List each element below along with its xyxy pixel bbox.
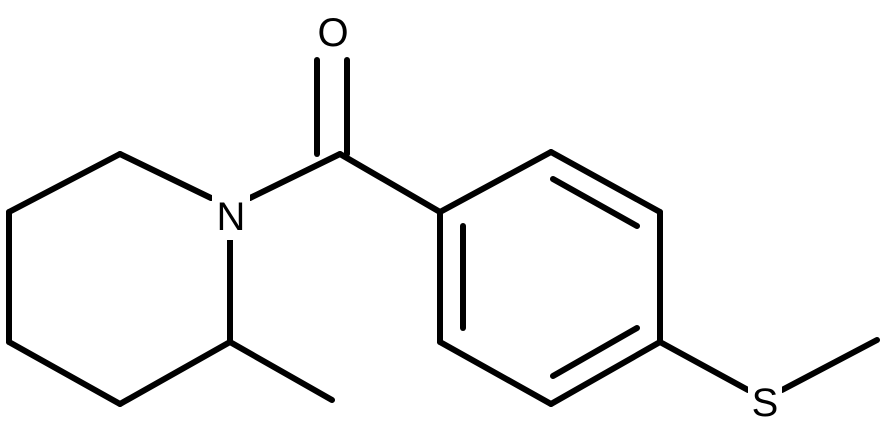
bond-ar-inner-2 bbox=[550, 325, 640, 379]
bond-s-methyl bbox=[779, 337, 880, 393]
bond-c2-c3 bbox=[6, 151, 123, 215]
bond-ar4-ar5 bbox=[548, 339, 663, 407]
nitrogen-atom-label: N bbox=[217, 195, 246, 239]
bond-c5-c6 bbox=[117, 339, 233, 407]
bond-c6-methyl bbox=[227, 339, 335, 403]
bond-ar2-ar3 bbox=[548, 149, 663, 215]
sulfur-atom-label: S bbox=[752, 381, 779, 425]
bond-ar4-s bbox=[657, 339, 751, 393]
oxygen-label-bg bbox=[315, 8, 351, 56]
bond-c4-c5 bbox=[6, 339, 123, 407]
bond-ar-inner-1 bbox=[550, 176, 640, 229]
bond-ar1-ar2 bbox=[437, 149, 554, 215]
oxygen-atom-label: O bbox=[317, 11, 348, 55]
bond-carbonyl-aryl bbox=[337, 151, 443, 215]
bond-carbonyl-n bbox=[247, 151, 343, 201]
sulfur-label-bg bbox=[748, 378, 782, 426]
nitrogen-label-bg bbox=[212, 192, 250, 240]
bond-n-c2 bbox=[117, 151, 214, 201]
bond-ar5-ar6 bbox=[437, 339, 554, 407]
